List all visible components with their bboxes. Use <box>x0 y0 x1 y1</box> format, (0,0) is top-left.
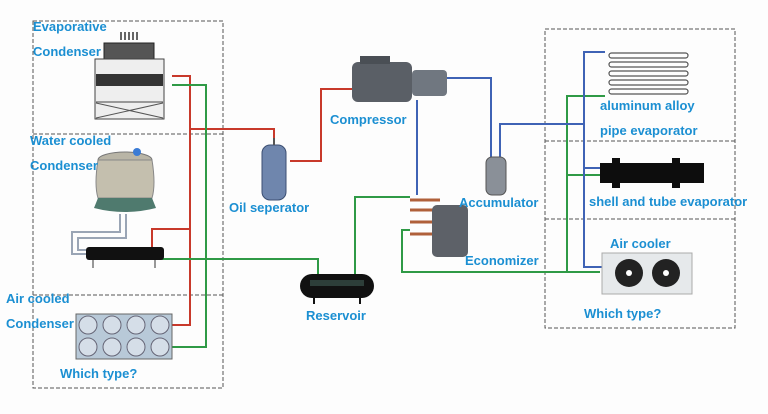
air-cooled-condenser-icon <box>75 313 173 360</box>
aluminum-evaporator-label: aluminum alloy <box>600 98 695 113</box>
shell-tube-condenser-icon <box>86 247 164 268</box>
liquid-pipes <box>120 84 605 348</box>
air-cooled-condenser-label: Air cooled <box>6 291 70 306</box>
oil-separator-icon <box>261 138 287 201</box>
air-cooler-icon <box>601 252 693 295</box>
compressor-icon <box>352 56 447 102</box>
evaporative-condenser-label: Condenser <box>33 44 101 59</box>
compressor-label: Compressor <box>330 112 407 127</box>
discharge-pipes <box>151 75 355 326</box>
evaporator-question-label: Which type? <box>584 306 662 321</box>
aluminum-pipe-evaporator-icon <box>608 52 689 95</box>
condenser-question-label: Which type? <box>60 366 138 381</box>
shell-tube-evaporator-label: shell and tube evaporator <box>589 194 748 209</box>
shell-tube-evaporator-icon <box>600 158 704 188</box>
water-cooled-condenser-label: Water cooled <box>30 133 112 148</box>
accumulator-icon <box>485 156 507 196</box>
cooling-tower-icon <box>71 148 156 255</box>
reservoir-label: Reservoir <box>306 308 366 323</box>
economizer-label: Economizer <box>465 253 539 268</box>
reservoir-icon <box>300 274 374 304</box>
suction-pipes <box>416 51 605 268</box>
evaporative-condenser-icon <box>94 32 165 120</box>
oil-separator-label: Oil seperator <box>229 200 310 215</box>
evaporator-group-box <box>544 28 736 329</box>
evaporative-condenser-label: Evaporative <box>33 19 107 34</box>
economizer-icon <box>410 198 468 257</box>
water-cooled-condenser-label: Condenser <box>30 158 98 173</box>
air-cooler-label: Air cooler <box>610 236 671 251</box>
air-cooled-condenser-label: Condenser <box>6 316 74 331</box>
accumulator-label: Accumulator <box>459 195 539 210</box>
aluminum-evaporator-label: pipe evaporator <box>600 123 698 138</box>
condenser-group-box <box>32 20 224 389</box>
